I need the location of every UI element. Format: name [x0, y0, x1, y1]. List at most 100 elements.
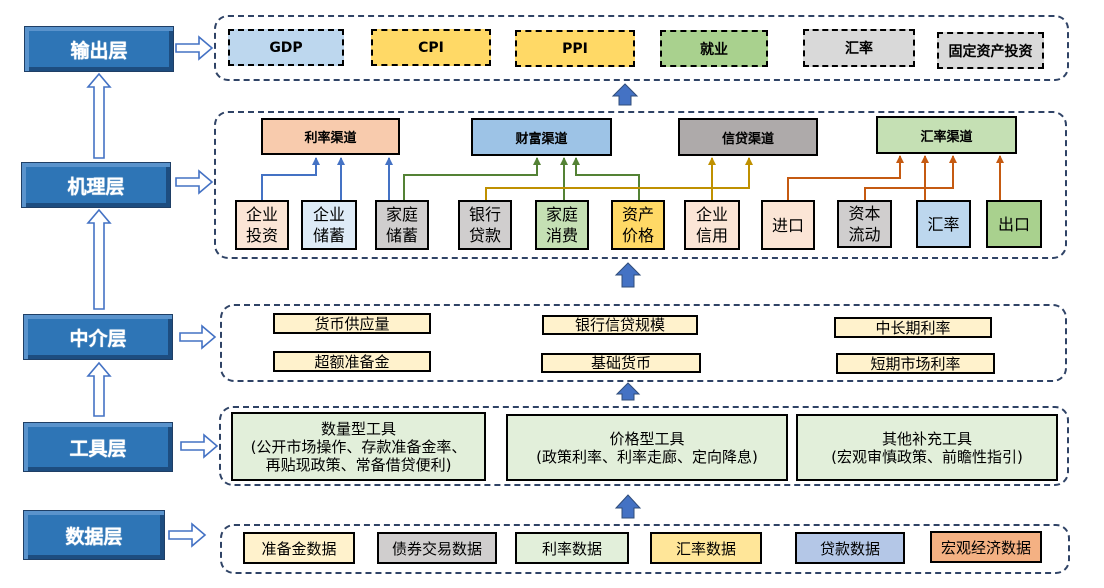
right-arrow-icon: [168, 522, 207, 548]
tool-other: 其他补充工具 (宏观审慎政策、前瞻性指引): [796, 414, 1058, 481]
node-bank-loans: 银行贷款: [458, 200, 512, 250]
output-label: 固定资产投资: [948, 43, 1033, 60]
node-line1: 汇率: [927, 214, 960, 234]
output-layer-group: [214, 15, 1069, 81]
channel-credit: 信贷渠道: [678, 118, 818, 156]
channel-interest-rate: 利率渠道: [261, 118, 400, 155]
intermediary-bank-credit-scale: 银行信贷规模: [542, 315, 698, 335]
node-line1: 资本: [848, 204, 881, 223]
output-box-cpi: CPI: [371, 29, 491, 66]
intermediary-label: 短期市场利率: [870, 354, 961, 373]
layer-label-output-text: 输出层: [70, 39, 128, 62]
data-loans: 贷款数据: [795, 532, 905, 564]
node-line2: 贷款: [468, 226, 501, 245]
intermediary-excess-reserves: 超额准备金: [273, 351, 431, 372]
node-line1: 进口: [771, 215, 804, 235]
tool-quantity: 数量型工具 (公开市场操作、存款准备金率、 再贴现政策、常备借贷便利): [231, 412, 486, 481]
data-label: 贷款数据: [819, 539, 880, 558]
tool-desc: (公开市场操作、存款准备金率、: [250, 437, 467, 456]
layer-label-tools-text: 工具层: [69, 437, 127, 460]
intermediary-layer-group: [220, 304, 1067, 382]
mechanism-layer-group: [214, 111, 1067, 259]
output-label: CPI: [418, 39, 444, 56]
output-box-fx: 汇率: [803, 29, 915, 67]
intermediary-label: 中长期利率: [875, 318, 951, 337]
intermediary-label: 基础货币: [590, 354, 651, 372]
output-box-fixed-investment: 固定资产投资: [937, 32, 1044, 69]
channel-label: 利率渠道: [304, 131, 357, 146]
up-arrow-icon: [86, 208, 112, 310]
output-label: GDP: [269, 39, 303, 56]
layer-label-intermediary-text: 中介层: [69, 327, 127, 350]
output-box-gdp: GDP: [228, 29, 344, 66]
node-line1: 企业: [695, 205, 728, 224]
channel-label: 汇率渠道: [920, 129, 973, 145]
intermediary-long-term-rate: 中长期利率: [834, 317, 992, 338]
node-line1: 家庭: [385, 205, 418, 224]
right-arrow-icon: [179, 324, 217, 350]
data-label: 汇率数据: [675, 539, 736, 558]
node-line1: 出口: [997, 214, 1030, 234]
tool-title: 其他补充工具: [881, 429, 972, 448]
data-bond-trading: 债券交易数据: [377, 532, 497, 564]
channel-label: 信贷渠道: [721, 131, 774, 147]
node-line2: 储蓄: [312, 226, 345, 245]
data-macro-economy: 宏观经济数据: [930, 531, 1042, 563]
node-line1: 家庭: [545, 205, 578, 224]
output-box-ppi: PPI: [515, 30, 635, 67]
up-arrow-icon: [614, 494, 642, 519]
up-arrow-icon: [615, 382, 641, 401]
node-corporate-investment: 企业投资: [235, 200, 289, 250]
layer-label-mechanism-text: 机理层: [67, 175, 125, 198]
layer-label-tools: 工具层: [23, 422, 173, 472]
intermediary-money-supply: 货币供应量: [273, 313, 431, 334]
node-line1: 银行: [468, 205, 501, 224]
tool-desc: 再贴现政策、常备借贷便利): [265, 455, 452, 474]
intermediary-label: 超额准备金: [314, 352, 390, 371]
layer-label-mechanism: 机理层: [21, 162, 171, 208]
node-exports: 出口: [986, 200, 1042, 248]
node-household-savings: 家庭储蓄: [375, 200, 429, 250]
data-label: 宏观经济数据: [940, 538, 1031, 557]
node-line2: 流动: [848, 225, 881, 244]
node-line1: 企业: [245, 205, 278, 224]
tools-layer-group: [219, 406, 1069, 486]
up-arrow-icon: [611, 83, 639, 106]
node-corporate-credit: 企业信用: [684, 200, 740, 250]
right-arrow-icon: [175, 35, 214, 61]
channel-label: 财富渠道: [515, 131, 568, 147]
node-corporate-savings: 企业储蓄: [301, 200, 357, 250]
intermediary-base-money: 基础货币: [541, 353, 701, 373]
tool-title: 数量型工具: [320, 419, 396, 438]
intermediary-short-term-rate: 短期市场利率: [836, 353, 995, 374]
output-label: PPI: [562, 40, 588, 57]
data-label: 准备金数据: [261, 539, 337, 558]
output-label: 汇率: [845, 41, 873, 57]
output-box-employment: 就业: [660, 30, 768, 67]
tool-price: 价格型工具 (政策利率、利率走廊、定向降息): [506, 414, 788, 481]
node-capital-flows: 资本流动: [837, 200, 892, 248]
node-line2: 投资: [245, 226, 278, 245]
data-exchange-rate: 汇率数据: [650, 532, 762, 564]
intermediary-label: 银行信贷规模: [574, 316, 665, 334]
node-imports: 进口: [761, 200, 815, 250]
data-layer-group: [220, 524, 1070, 574]
up-arrow-icon: [86, 72, 112, 159]
node-line1: 企业: [312, 205, 345, 224]
node-line2: 信用: [695, 226, 728, 245]
layer-label-intermediary: 中介层: [23, 314, 173, 360]
node-exchange-rate: 汇率: [916, 200, 971, 248]
layer-label-data: 数据层: [23, 510, 165, 560]
data-label: 债券交易数据: [391, 539, 482, 558]
node-line2: 价格: [621, 226, 654, 245]
output-label: 就业: [700, 41, 728, 58]
node-line1: 资产: [621, 205, 654, 224]
tool-title: 价格型工具: [609, 429, 685, 448]
data-label: 利率数据: [541, 539, 602, 558]
node-line2: 储蓄: [385, 226, 418, 245]
node-asset-prices: 资产价格: [611, 200, 665, 250]
tool-desc: (宏观审慎政策、前瞻性指引): [831, 447, 1023, 466]
tool-desc: (政策利率、利率走廊、定向降息): [536, 447, 758, 466]
layer-label-data-text: 数据层: [65, 525, 123, 548]
